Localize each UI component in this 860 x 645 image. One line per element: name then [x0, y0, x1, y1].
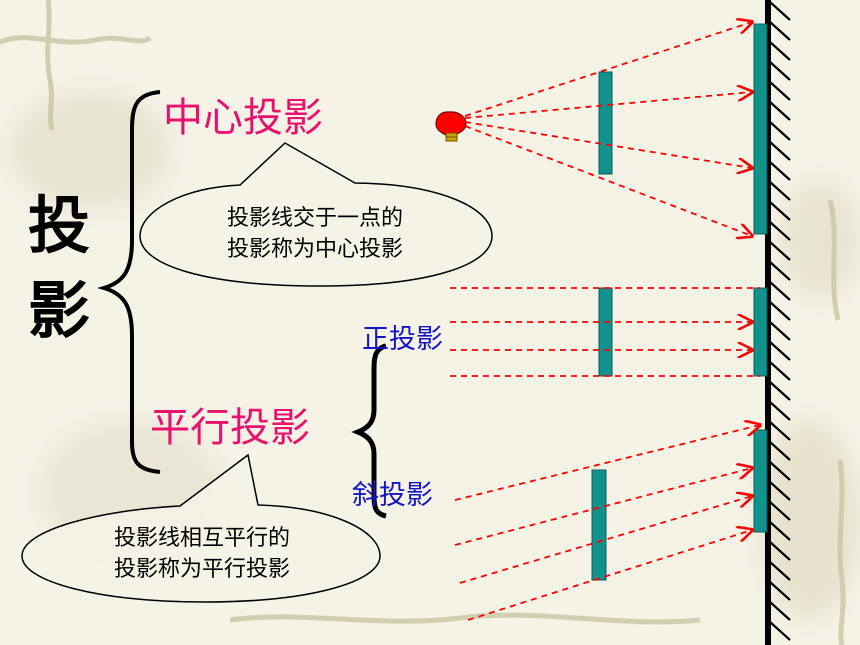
parallel-bubble-line-1: 投影线相互平行的 — [113, 526, 290, 551]
parallel-brace — [351, 343, 387, 519]
projection-wall — [765, 0, 791, 645]
oblique-rays — [454, 425, 760, 621]
light-bulb-icon — [435, 111, 467, 142]
center-projection-label: 中心投影 — [163, 95, 323, 141]
parallel-projection-label: 平行投影 — [150, 405, 310, 451]
parallel-bubble — [21, 453, 381, 603]
background-blob — [10, 90, 170, 210]
parallel-bubble-line-2: 投影称为平行投影 — [113, 556, 290, 582]
main-brace — [97, 90, 161, 474]
center-bubble-text: 投影线交于一点的 投影称为中心投影 — [180, 204, 450, 266]
title-char-1: 投 — [28, 189, 91, 262]
title-char-2: 影 — [28, 274, 91, 347]
parallel-bubble-text: 投影线相互平行的 投影称为平行投影 — [62, 524, 342, 586]
wall-shadow-center — [753, 23, 768, 235]
wall-shadow-orthographic — [753, 287, 768, 377]
orthographic-label: 正投影 — [362, 324, 443, 355]
center-bubble — [139, 142, 493, 287]
object-bar-orthographic — [598, 287, 613, 377]
center-bubble-line-2: 投影称为中心投影 — [226, 236, 403, 262]
background-blob — [780, 180, 860, 300]
oblique-label: 斜投影 — [352, 480, 433, 511]
wall-hatching — [769, 1, 791, 641]
object-bar-center — [598, 71, 613, 175]
central-rays — [464, 22, 752, 236]
center-bubble-line-1: 投影线交于一点的 — [226, 206, 403, 231]
wall-shadow-oblique — [753, 429, 768, 533]
orthographic-rays — [450, 287, 760, 377]
object-bar-oblique — [591, 469, 607, 581]
